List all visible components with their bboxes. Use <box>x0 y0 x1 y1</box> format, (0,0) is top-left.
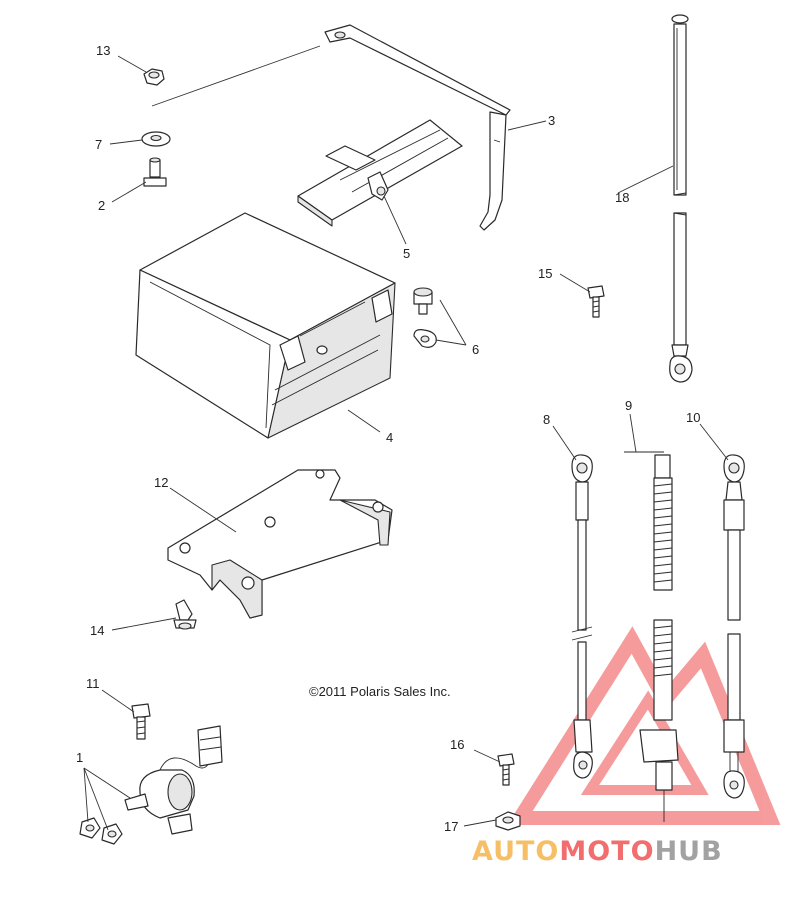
watermark-part-hub: HUB <box>655 836 723 867</box>
callout-13: 13 <box>96 43 110 58</box>
callout-8: 8 <box>543 412 550 427</box>
callout-15: 15 <box>538 266 552 281</box>
part-14-push-rivet <box>173 599 197 630</box>
part-4-battery <box>135 212 396 439</box>
part-5-holddown-plate <box>297 119 463 227</box>
part-15-screw <box>587 285 605 318</box>
part-16-screw <box>497 753 515 786</box>
part-3-bracket <box>324 24 511 231</box>
callout-1: 1 <box>76 750 83 765</box>
callout-9: 9 <box>625 398 632 413</box>
part-17-nut <box>495 811 521 831</box>
part-18-vent-tube <box>669 14 693 383</box>
callout-labels: 13 7 2 3 5 18 15 6 4 8 9 10 12 14 11 1 1… <box>76 43 700 834</box>
part-7-washer <box>141 131 171 147</box>
watermark-part-moto: MOTO <box>559 836 654 867</box>
leader-lines <box>83 45 729 831</box>
callout-16: 16 <box>450 737 464 752</box>
callout-3: 3 <box>548 113 555 128</box>
part-10-cable <box>723 454 745 799</box>
part-8-cable <box>571 454 593 779</box>
callout-18: 18 <box>615 190 629 205</box>
callout-7: 7 <box>95 137 102 152</box>
callout-10: 10 <box>686 410 700 425</box>
callout-6: 6 <box>472 342 479 357</box>
callout-17: 17 <box>444 819 458 834</box>
watermark-triangle-outer <box>507 626 781 825</box>
copyright-notice: ©2011 Polaris Sales Inc. <box>309 684 451 699</box>
part-2-bolt <box>143 157 167 187</box>
callout-12: 12 <box>154 475 168 490</box>
part-1-solenoid <box>79 725 223 845</box>
watermark-part-auto: AUTO <box>472 836 559 867</box>
part-12-battery-tray <box>167 469 393 619</box>
callout-11: 11 <box>86 676 100 691</box>
callout-4: 4 <box>386 430 393 445</box>
callout-5: 5 <box>403 246 410 261</box>
callout-14: 14 <box>90 623 104 638</box>
part-6-terminal-hardware <box>413 287 437 348</box>
watermark-wordmark: AUTOMOTOHUB <box>472 836 723 867</box>
part-9-cable <box>624 451 679 822</box>
part-11-bolt <box>131 703 151 740</box>
callout-2: 2 <box>98 198 105 213</box>
part-13-nut <box>143 68 165 86</box>
